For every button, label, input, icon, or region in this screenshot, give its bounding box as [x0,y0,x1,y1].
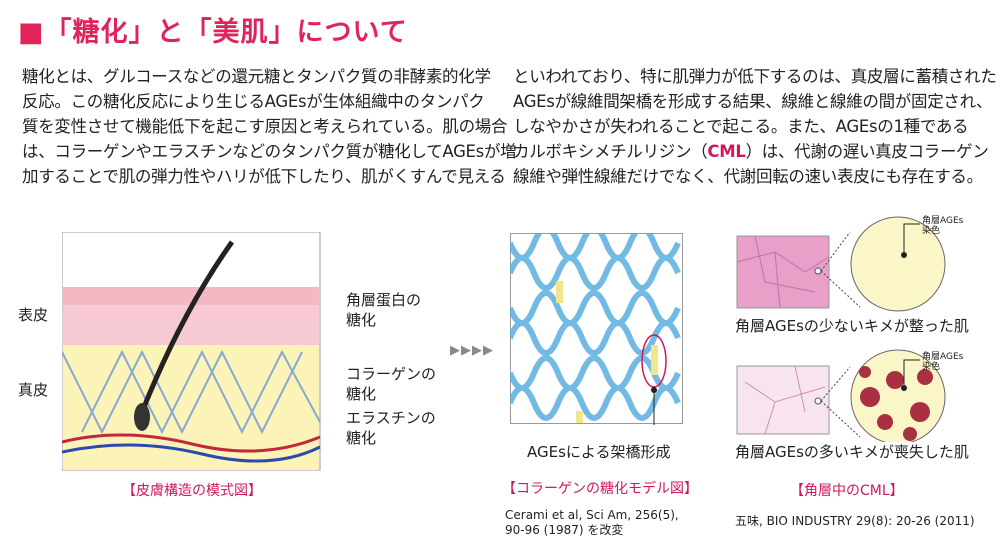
citation-line: Cerami et al, Sci Am, 256(5), [505,508,679,522]
crosslink-label: AGEsによる架橋形成 [527,443,671,461]
collagen-figure-caption: 【コラーゲンの糖化モデル図】 [502,481,698,497]
rough-skin-label: 角層AGEsの多いキメが喪失した肌 [735,443,969,461]
label-line: エラスチンの [346,409,436,427]
cml-figure-caption: 【角層中のCML】 [790,483,904,499]
label-elastin-glycation: エラスチンの糖化 [346,408,436,448]
skin-figure-caption: 【皮膚構造の模式図】 [122,483,262,499]
label-line: 角層AGEs [922,216,964,226]
text-line: しなやかさが失われることで起こる。また、AGEsの1種である [513,117,969,136]
text-line: 質を変性させて機能低下を起こす原因と考えられている。肌の場合 [22,117,508,136]
label-line: 角層AGEs [922,352,964,362]
label-line: 染色 [922,362,941,372]
text-line: 線維や弾性線維だけでなく、代謝回転の速い表皮にも存在する。 [513,167,983,186]
citation-line: 90-96 (1987) を改変 [505,523,624,537]
cml-micrographs [736,216,946,442]
cml-highlight: CML [707,142,746,161]
label-line: 糖化 [346,429,377,447]
text-line: AGEsが線維間架橋を形成する結果、線維と線維の間が固定され、 [513,92,993,111]
body-text-left: 糖化とは、グルコースなどの還元糖とタンパク質の非酵素的化学 反応。この糖化反応に… [22,64,517,189]
label-epidermis: 表皮 [18,306,49,324]
label-line: 染色 [922,226,941,236]
skin-structure-illustration [62,232,321,471]
text-span: カルボキシメチルリジン（ [513,142,708,161]
collagen-citation: Cerami et al, Sci Am, 256(5),90-96 (1987… [505,508,679,538]
arrow-icon: ▶▶▶▶ [450,343,494,358]
label-dermis: 真皮 [18,381,49,399]
label-line: 糖化 [346,385,377,403]
text-line: 糖化とは、グルコースなどの還元糖とタンパク質の非酵素的化学 [22,67,491,86]
text-line: は、コラーゲンやエラスチンなどのタンパク質が糖化してAGEsが増 [22,142,517,161]
text-span: ）は、代謝の遅い真皮コラーゲン [745,142,989,161]
text-line: カルボキシメチルリジン（CML）は、代謝の遅い真皮コラーゲン [513,139,997,164]
label-line: 角層蛋白の [346,291,422,309]
label-line: 糖化 [346,311,377,329]
text-line: 反応。この糖化反応により生じるAGEsが生体組織中のタンパク [22,92,485,111]
page-title: ■「糖化」と「美肌」について [18,17,408,48]
label-line: コラーゲンの [346,365,437,383]
label-collagen-glycation: コラーゲンの糖化 [346,364,436,404]
smooth-skin-label: 角層AGEsの少ないキメが整った肌 [735,317,969,335]
cml-citation: 五味, BIO INDUSTRY 29(8): 20-26 (2011) [735,514,975,528]
collagen-model-illustration [510,233,683,425]
label-keratin-glycation: 角層蛋白の糖化 [346,290,421,330]
text-line: といわれており、特に肌弾力が低下するのは、真皮層に蓄積された [513,67,997,86]
text-line: 加することで肌の弾力性やハリが低下したり、肌がくすんで見える [22,167,506,186]
body-text-right: といわれており、特に肌弾力が低下するのは、真皮層に蓄積された AGEsが線維間架… [513,64,997,189]
